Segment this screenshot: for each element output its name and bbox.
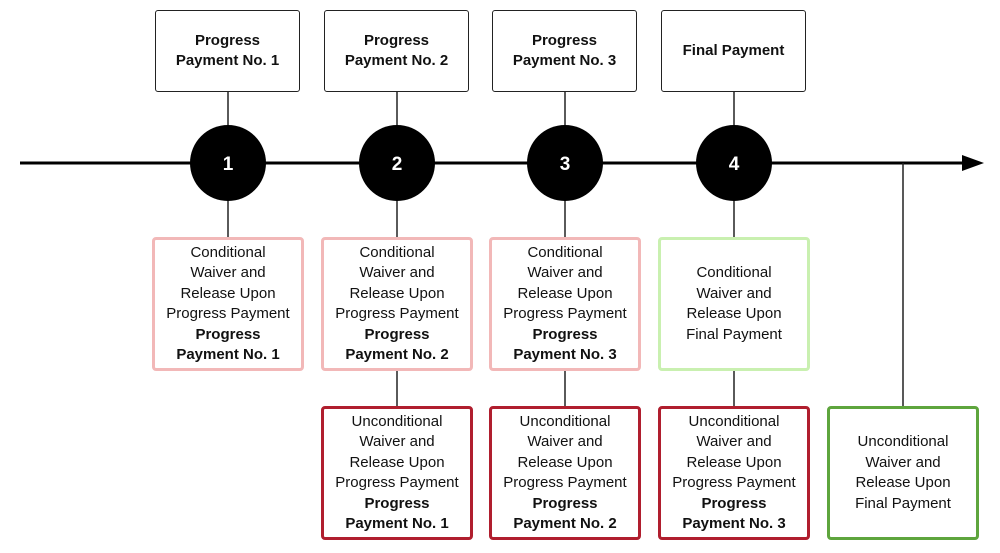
- payment-box-4: Final Payment: [661, 10, 806, 92]
- milestone-number-1: 1: [223, 154, 234, 175]
- payment-box-label-line-2: Payment No. 2: [344, 52, 449, 69]
- waiver-text: Unconditional: [688, 412, 780, 430]
- waiver-text: Progress Payment: [672, 474, 796, 491]
- waiver-text: Waiver and: [696, 284, 772, 302]
- waiver-text: Release Upon: [855, 474, 951, 491]
- unconditional-waiver-box-final: Unconditional Waiver and Release Upon Fi…: [827, 406, 979, 540]
- waiver-payment-ref: Payment No. 1: [345, 515, 449, 532]
- payment-box-label-line-2: Payment No. 3: [512, 52, 617, 69]
- waiver-payment-ref: Progress: [195, 325, 261, 343]
- payment-box-2: Progress Payment No. 2: [324, 10, 469, 92]
- waiver-text: Release Upon: [517, 284, 613, 302]
- payment-box-1: Progress Payment No. 1: [155, 10, 300, 92]
- waiver-text: Waiver and: [865, 453, 941, 471]
- payment-box-label-line-1: Progress: [531, 31, 598, 49]
- waiver-payment-ref: Progress: [364, 494, 430, 512]
- waiver-text: Conditional: [527, 243, 603, 261]
- waiver-text: Release Upon: [686, 453, 782, 471]
- milestone-node-2: 2: [359, 125, 435, 201]
- waiver-text: Final Payment: [855, 494, 951, 512]
- conditional-waiver-box-1: Conditional Waiver and Release Upon Prog…: [152, 237, 304, 371]
- waiver-payment-ref: Progress: [701, 494, 767, 512]
- waiver-text: Waiver and: [527, 264, 603, 281]
- waiver-text: Release Upon: [349, 284, 445, 302]
- conditional-waiver-box-final: Conditional Waiver and Release Upon Fina…: [658, 237, 810, 371]
- waiver-text: Final Payment: [686, 325, 782, 343]
- milestone-number-2: 2: [392, 154, 403, 175]
- payment-box-label-line-1: Progress: [194, 31, 261, 49]
- waiver-payment-ref: Payment No. 2: [513, 515, 617, 532]
- conditional-waiver-box-2: Conditional Waiver and Release Upon Prog…: [321, 237, 473, 371]
- waiver-text: Release Upon: [349, 453, 445, 471]
- waiver-text: Unconditional: [351, 412, 443, 430]
- waiver-text: Release Upon: [180, 284, 276, 302]
- waiver-text: Conditional: [190, 243, 266, 261]
- milestone-node-1: 1: [190, 125, 266, 201]
- payment-box-3: Progress Payment No. 3: [492, 10, 637, 92]
- waiver-payment-ref: Payment No. 2: [345, 346, 449, 363]
- waiver-text: Waiver and: [359, 264, 435, 281]
- waiver-text: Release Upon: [686, 305, 782, 322]
- payment-box-label-line-1: Progress: [363, 31, 430, 49]
- unconditional-waiver-box-3: Unconditional Waiver and Release Upon Pr…: [658, 406, 810, 540]
- waiver-payment-ref: Progress: [364, 325, 430, 343]
- waiver-text: Waiver and: [696, 433, 772, 450]
- milestone-number-4: 4: [729, 154, 740, 175]
- waiver-text: Waiver and: [359, 433, 435, 450]
- waiver-payment-ref: Progress: [532, 494, 598, 512]
- waiver-payment-ref: Payment No. 3: [682, 515, 786, 532]
- unconditional-waiver-box-1: Unconditional Waiver and Release Upon Pr…: [321, 406, 473, 540]
- waiver-text: Waiver and: [527, 433, 603, 450]
- waiver-text: Unconditional: [857, 433, 949, 450]
- waiver-text: Progress Payment: [166, 305, 290, 322]
- waiver-text: Progress Payment: [335, 305, 459, 322]
- waiver-text: Progress Payment: [503, 474, 627, 491]
- waiver-text: Release Upon: [517, 453, 613, 471]
- milestone-node-3: 3: [527, 125, 603, 201]
- waiver-text: Unconditional: [519, 412, 611, 430]
- payment-box-label-line-2: Payment No. 1: [175, 52, 280, 69]
- milestone-number-3: 3: [560, 154, 571, 175]
- timeline-arrowhead: [962, 155, 984, 171]
- waiver-payment-ref: Payment No. 1: [176, 346, 280, 363]
- waiver-payment-ref: Progress: [532, 325, 598, 343]
- unconditional-waiver-box-2: Unconditional Waiver and Release Upon Pr…: [489, 406, 641, 540]
- waiver-text: Conditional: [359, 243, 435, 261]
- conditional-waiver-box-3: Conditional Waiver and Release Upon Prog…: [489, 237, 641, 371]
- payment-box-label-line-1: Final Payment: [682, 41, 785, 59]
- waiver-text: Waiver and: [190, 264, 266, 281]
- waiver-text: Progress Payment: [335, 474, 459, 491]
- milestone-node-4: 4: [696, 125, 772, 201]
- waiver-payment-ref: Payment No. 3: [513, 346, 617, 363]
- waiver-text: Conditional: [696, 264, 772, 281]
- waiver-text: Progress Payment: [503, 305, 627, 322]
